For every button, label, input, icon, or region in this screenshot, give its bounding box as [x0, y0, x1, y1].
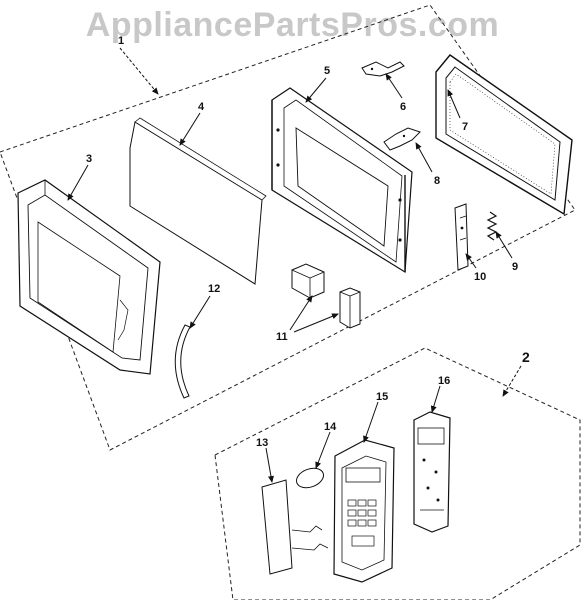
part-12-curved-cover[interactable] [174, 324, 191, 399]
callout-9: 9 [512, 261, 518, 273]
part-4-glass-panel[interactable] [129, 117, 267, 285]
callout-5: 5 [324, 65, 330, 77]
callout-assembly-1: 1 [118, 35, 124, 47]
watermark: AppliancePartsPros.com [85, 6, 500, 44]
callout-3: 3 [86, 153, 92, 165]
callout-assembly-2: 2 [522, 349, 530, 365]
callout-13: 13 [256, 437, 268, 449]
callout-4: 4 [198, 101, 205, 113]
part-15-control-panel[interactable] [333, 439, 395, 583]
callout-11: 11 [276, 331, 288, 343]
callout-15: 15 [376, 391, 388, 403]
leader-lines [67, 47, 522, 483]
part-10-latch[interactable] [454, 203, 469, 271]
part-7-door-seal[interactable] [435, 54, 573, 216]
part-3-door-frame[interactable] [17, 179, 161, 375]
part-5-inner-door[interactable] [271, 87, 413, 274]
callout-8: 8 [434, 175, 440, 187]
part-13-flex-circuit[interactable] [261, 479, 329, 575]
part-8-hinge-bracket[interactable] [383, 127, 421, 151]
callout-7: 7 [462, 121, 468, 133]
part-14-oval-button[interactable] [294, 465, 326, 491]
part-16-pcb[interactable] [413, 411, 451, 533]
callout-12: 12 [208, 283, 220, 295]
callout-14: 14 [324, 421, 337, 433]
door-assembly-boundary [0, 4, 576, 451]
part-9-spring[interactable] [486, 211, 498, 241]
callout-10: 10 [474, 271, 486, 283]
callout-16: 16 [438, 375, 450, 387]
part-11-blocks[interactable] [291, 263, 361, 329]
part-6-hinge-bracket[interactable] [361, 61, 405, 77]
callout-6: 6 [400, 101, 406, 113]
